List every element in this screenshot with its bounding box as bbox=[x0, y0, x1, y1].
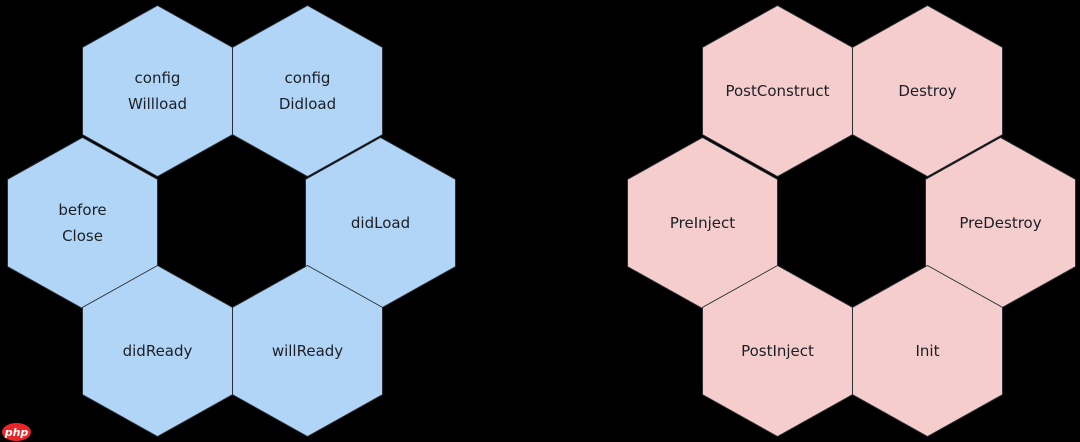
hex-label: config Willload bbox=[127, 69, 188, 113]
hex-config-didload: config Didload bbox=[233, 6, 382, 176]
hex-postconstruct: PostConstruct bbox=[703, 6, 852, 176]
hex-config-willload: config Willload bbox=[83, 6, 232, 176]
hex-label: PostConstruct bbox=[725, 82, 830, 100]
hex-willready: willReady bbox=[233, 266, 382, 436]
hex-label: didLoad bbox=[350, 214, 411, 232]
hex-postinject: PostInject bbox=[703, 266, 852, 436]
hex-label: Init bbox=[915, 342, 940, 360]
hex-didready: didReady bbox=[83, 266, 232, 436]
php-watermark-logo: php bbox=[2, 423, 31, 441]
hex-label: didReady bbox=[122, 342, 193, 360]
hex-destroy: Destroy bbox=[853, 6, 1002, 176]
left-hex-cluster: config Willload config Didload before Cl… bbox=[0, 0, 460, 442]
hex-label: willReady bbox=[271, 342, 344, 360]
hex-label: before Close bbox=[58, 201, 107, 245]
hex-label: Destroy bbox=[898, 82, 957, 100]
hex-label: PostInject bbox=[741, 342, 814, 360]
hex-init: Init bbox=[853, 266, 1002, 436]
hex-label: PreInject bbox=[669, 214, 736, 232]
hex-label: config Didload bbox=[278, 69, 337, 113]
hex-label: PreDestroy bbox=[959, 214, 1042, 232]
right-hex-cluster: PostConstruct Destroy PreInject PreDestr… bbox=[620, 0, 1080, 442]
